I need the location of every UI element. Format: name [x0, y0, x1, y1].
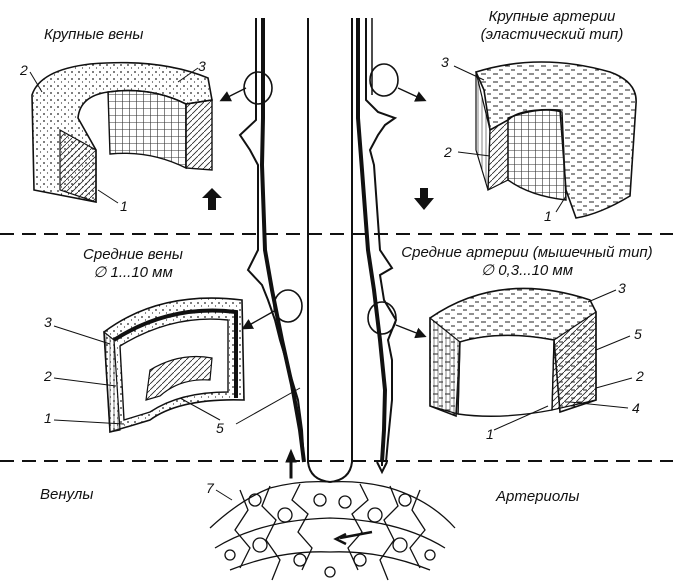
- callout-lv-2: 2: [20, 62, 28, 78]
- large-artery-section: [474, 61, 637, 219]
- arteriole-flow-arrow: [376, 450, 388, 475]
- label-large-veins: Крупные вены: [44, 26, 144, 43]
- callout-ma-1: 1: [486, 426, 494, 442]
- callout-ma-2: 2: [636, 368, 644, 384]
- callout-mv-2: 2: [44, 368, 52, 384]
- callout-la-3: 3: [441, 54, 449, 70]
- label-large-arteries: Крупные артерии (эластический тип): [452, 8, 652, 44]
- callout-la-2: 2: [444, 144, 452, 160]
- callout-la-1: 1: [544, 208, 552, 224]
- callout-mv-5: 5: [216, 420, 224, 436]
- down-flow-arrow: [414, 188, 434, 210]
- label-medium-arteries-line1: Средние артерии (мышечный тип): [401, 244, 653, 261]
- callout-mv-1: 1: [44, 410, 52, 426]
- label-large-arteries-line1: Крупные артерии: [488, 8, 616, 25]
- label-arterioles: Артериолы: [496, 488, 580, 505]
- medium-vein-section: [103, 297, 245, 434]
- callout-lv-3: 3: [198, 58, 206, 74]
- label-venules: Венулы: [40, 486, 94, 503]
- callout-ma-4: 4: [632, 400, 640, 416]
- magnify-circles: [243, 63, 399, 335]
- large-vein-section: [31, 61, 213, 203]
- label-medium-arteries-line2: ∅ 0,3...10 мм: [480, 262, 573, 279]
- leader-lines: [29, 65, 633, 501]
- callout-mv-3: 3: [44, 314, 52, 330]
- venule-flow-arrow: [285, 448, 297, 479]
- label-medium-veins: Средние вены ∅ 1...10 мм: [58, 246, 208, 282]
- callout-ma-3: 3: [618, 280, 626, 296]
- central-vessel: [238, 18, 398, 483]
- label-medium-veins-line2: ∅ 1...10 мм: [93, 264, 173, 281]
- label-medium-arteries: Средние артерии (мышечный тип) ∅ 0,3...1…: [392, 244, 662, 280]
- callout-ma-5: 5: [634, 326, 642, 342]
- capillary-network: [209, 480, 456, 581]
- medium-artery-section: [429, 287, 597, 418]
- label-medium-veins-line1: Средние вены: [83, 246, 183, 263]
- pointer-arrows: [219, 87, 427, 339]
- callout-lv-1: 1: [120, 198, 128, 214]
- capillary-flow-arrow: [333, 530, 373, 546]
- up-flow-arrow: [202, 188, 222, 210]
- label-large-arteries-line2: (эластический тип): [480, 26, 624, 43]
- callout-capillary-7: 7: [206, 480, 214, 496]
